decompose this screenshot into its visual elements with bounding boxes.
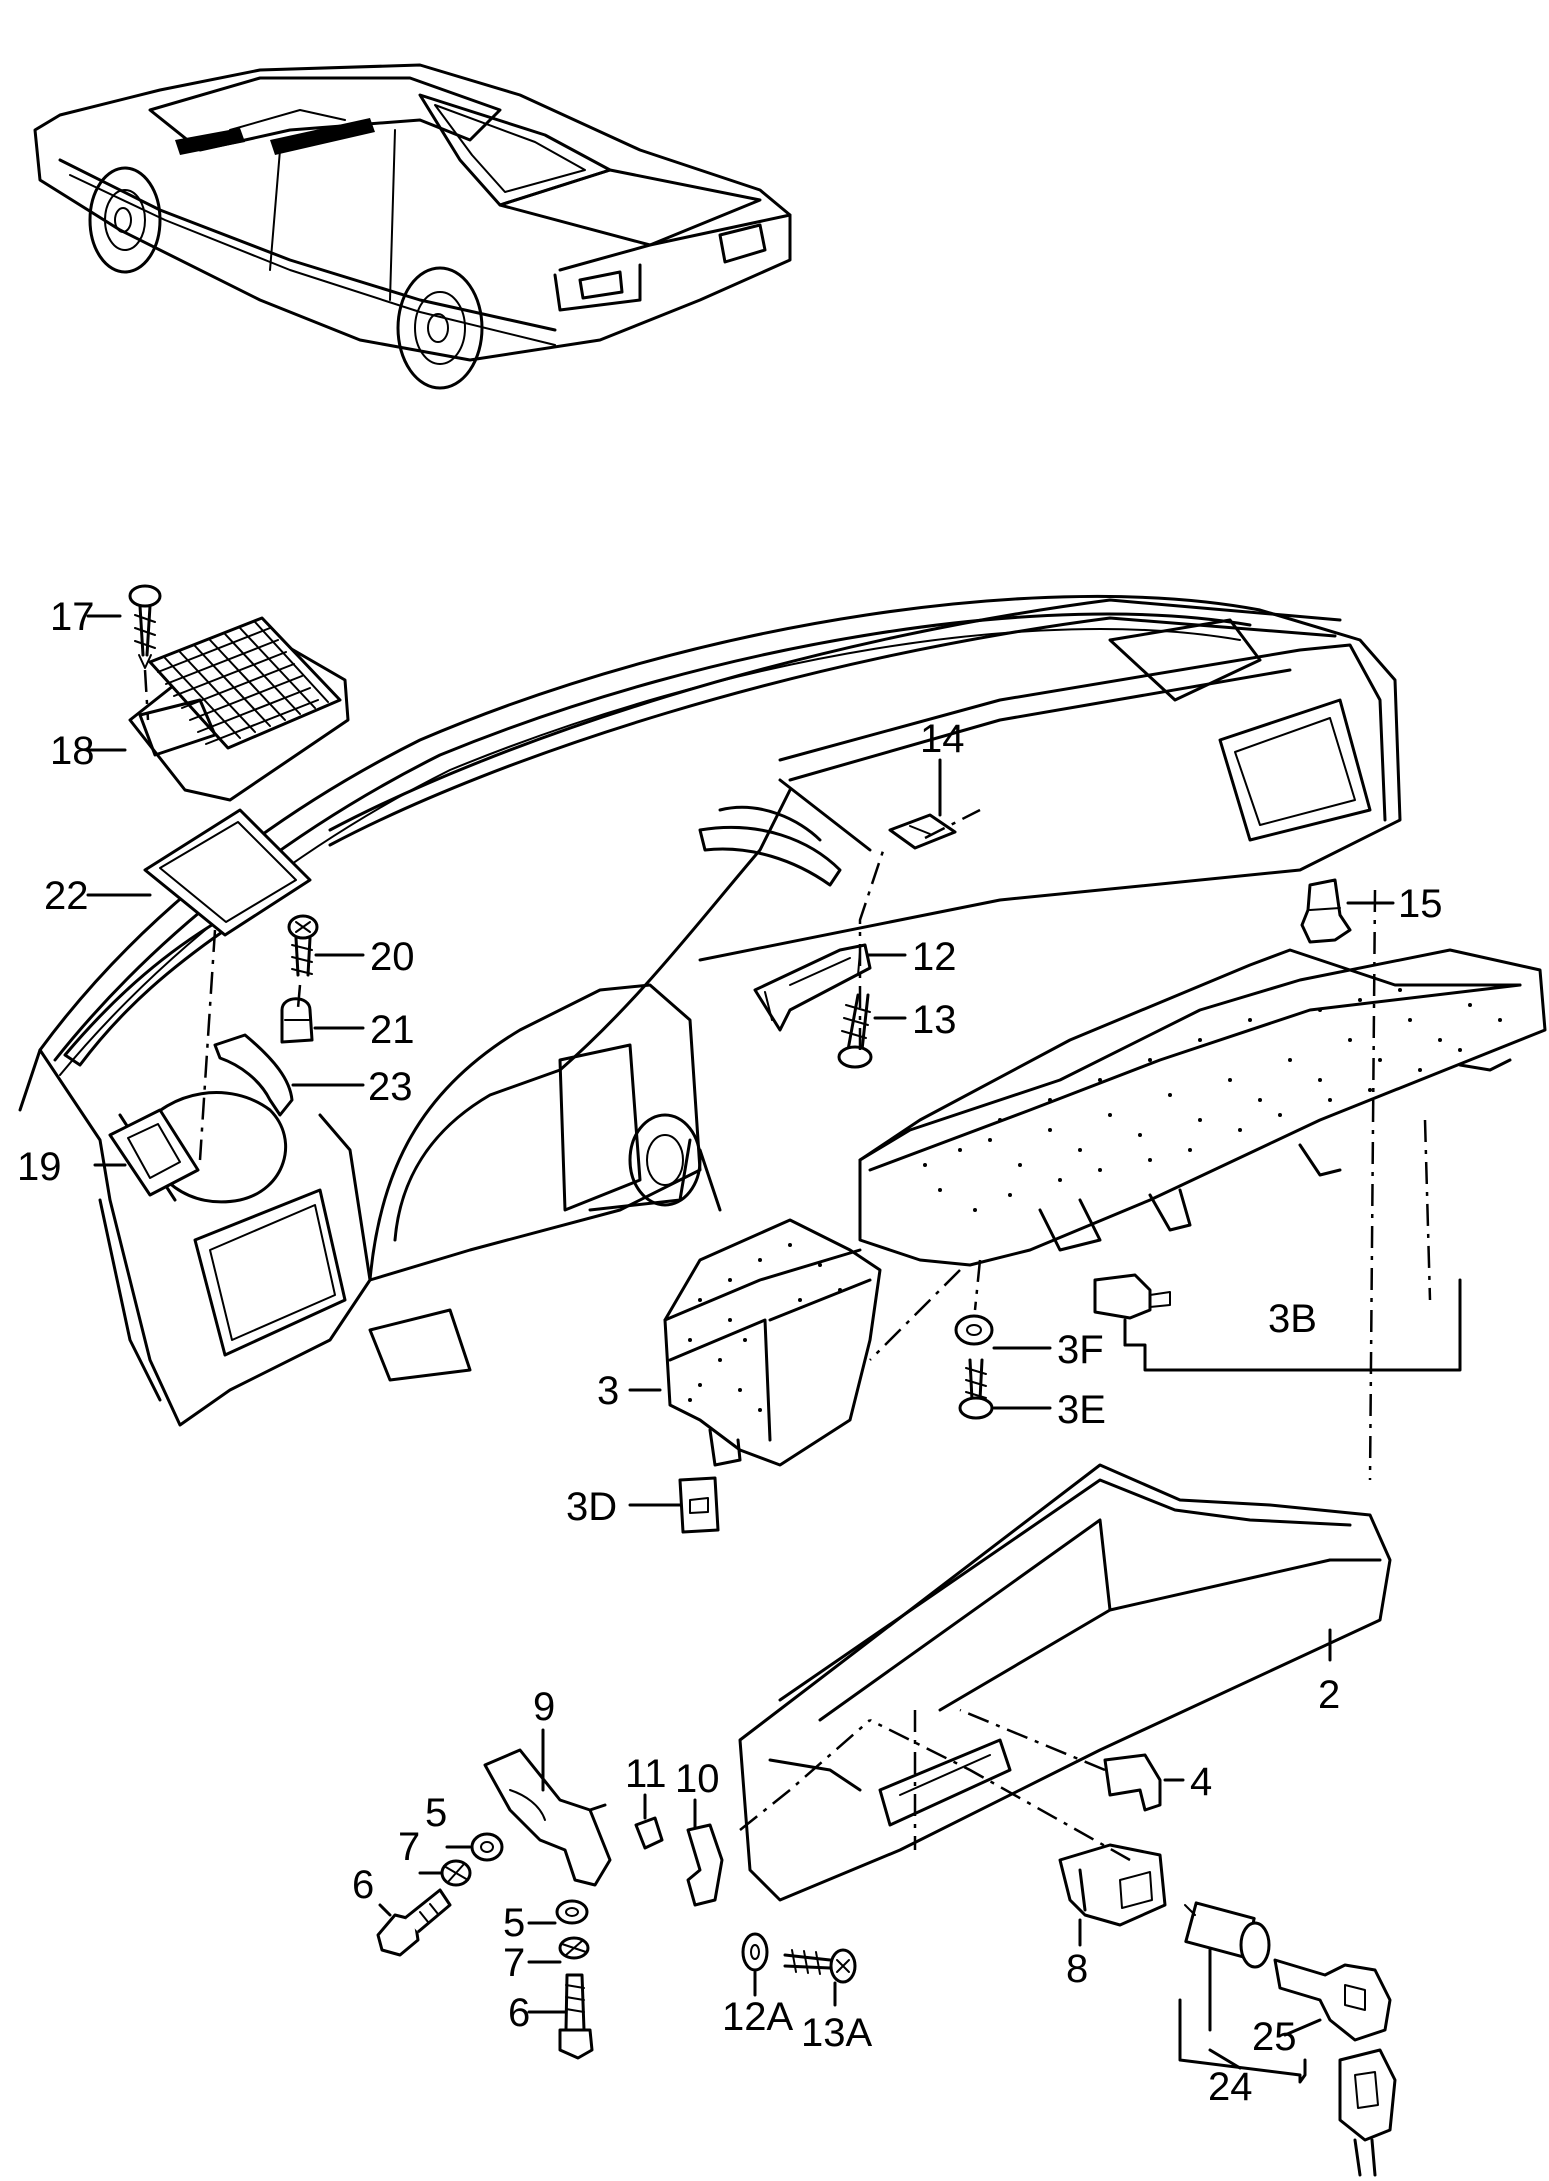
assembly-lines (143, 669, 1432, 1862)
lock-cylinder-icon (1184, 1901, 1271, 1969)
label-15: 15 (1398, 882, 1443, 926)
label-6b: 6 (508, 1991, 530, 2035)
bolt-6a-icon (376, 1888, 452, 1957)
label-20: 20 (370, 935, 415, 979)
sensor-3B-icon (1093, 1273, 1171, 1320)
label-7b: 7 (503, 1941, 525, 1985)
speaker-grille-18-icon (128, 616, 350, 802)
label-3: 3 (597, 1369, 619, 1413)
lock-washer-7a-icon (440, 1859, 472, 1887)
bump-stop-15-icon (1300, 878, 1352, 944)
clip-11-icon (634, 1816, 664, 1850)
cover-plate-22-icon (143, 808, 312, 937)
bolt-6b-icon (558, 1973, 594, 2060)
label-12: 12 (912, 935, 957, 979)
part-labels: 17 18 22 20 21 23 19 14 12 13 15 3B 3F 3… (17, 595, 1443, 2109)
screw-13-icon (837, 993, 873, 1069)
key-25-icon (1273, 1958, 1397, 2177)
clip-21-icon (280, 997, 314, 1044)
hinge-10-icon (686, 1823, 724, 1907)
screw-17-icon (128, 584, 162, 669)
label-3E: 3E (1057, 1388, 1106, 1432)
washer-12A-icon (741, 1932, 769, 1972)
air-duct-3B-icon (858, 948, 1547, 1267)
screw-3E-icon (958, 1358, 994, 1420)
label-25: 25 (1252, 2015, 1297, 2059)
clip-14-icon (888, 813, 957, 850)
label-3B: 3B (1268, 1297, 1317, 1341)
label-18: 18 (50, 729, 95, 773)
label-13A: 13A (801, 2011, 872, 2055)
label-7a: 7 (398, 1825, 420, 1869)
label-19: 19 (17, 1145, 62, 1189)
label-3D: 3D (566, 1485, 617, 1529)
label-14: 14 (920, 717, 965, 761)
leader-lines (86, 614, 1462, 2084)
label-3F: 3F (1057, 1328, 1104, 1372)
washer-3F-icon (954, 1314, 994, 1346)
label-8: 8 (1066, 1947, 1088, 1991)
label-13: 13 (912, 998, 957, 1042)
label-22: 22 (44, 874, 89, 918)
label-12A: 12A (722, 1995, 793, 2039)
screw-20-icon (287, 914, 319, 977)
label-4: 4 (1190, 1760, 1212, 1804)
nut-clip-3D-icon (678, 1476, 720, 1534)
striker-4-icon (1103, 1753, 1162, 1812)
label-9: 9 (533, 1685, 555, 1729)
hinge-9-icon (483, 1748, 612, 1887)
label-5b: 5 (503, 1901, 525, 1945)
label-11: 11 (625, 1752, 667, 1796)
lock-housing-8-icon (1058, 1843, 1167, 1927)
label-21: 21 (370, 1008, 415, 1052)
lock-washer-7b-icon (558, 1936, 590, 1960)
label-2: 2 (1318, 1673, 1340, 1717)
car-illustration (33, 63, 792, 390)
label-24: 24 (1208, 2065, 1253, 2109)
label-23: 23 (368, 1065, 413, 1109)
bracket-23-icon (213, 1033, 294, 1117)
bezel-19-icon (108, 1108, 200, 1197)
screw-13A-icon (783, 1948, 857, 1984)
label-10: 10 (675, 1757, 720, 1801)
glove-box-2-icon (738, 1463, 1392, 1902)
label-5a: 5 (425, 1791, 447, 1835)
washer-5a-icon (470, 1832, 504, 1862)
label-17: 17 (50, 595, 95, 639)
label-6a: 6 (352, 1863, 374, 1907)
air-duct-3-icon (663, 1218, 882, 1467)
washer-5b-icon (555, 1899, 589, 1925)
